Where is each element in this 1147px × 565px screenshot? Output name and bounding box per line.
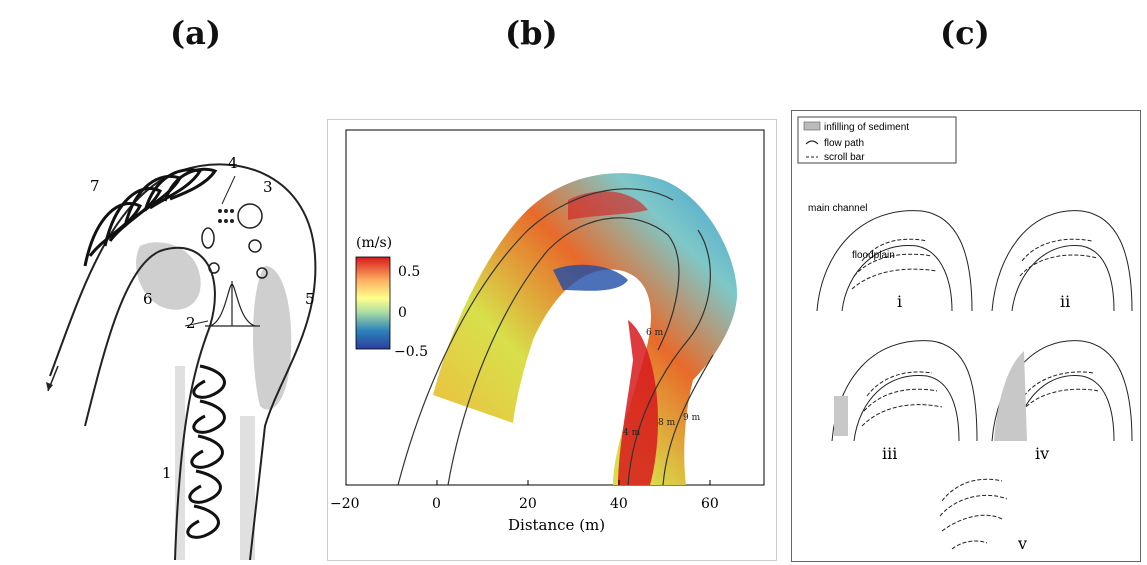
legend-swatch-infill	[803, 121, 821, 131]
panel-b-velocity-map: 4 m 6 m 8 m 9 m (m/s) 0.5 0 −0.5 −20 0 2…	[327, 119, 777, 561]
x-tick-minus20: −20	[330, 496, 360, 512]
sketch-iv-infill	[994, 351, 1027, 441]
upwelling-arrows	[218, 209, 234, 223]
helical-flow-lower	[186, 364, 226, 539]
downstream-arrow-head	[46, 382, 53, 391]
bathymetry-contours	[397, 188, 714, 486]
sketch-i	[816, 210, 973, 312]
sketch-iii-infill	[834, 396, 848, 436]
label-number-6: 6	[143, 290, 153, 308]
low-velocity-zone	[553, 264, 628, 291]
stage-label-iv: iv	[1035, 444, 1049, 463]
meander-flow-schematic: 1 2 3 4 5 6 7	[46, 154, 317, 561]
inner-bank-separation-zone	[136, 242, 201, 310]
velocity-profile	[205, 281, 260, 327]
floodplain-evolution-figure: infilling of sediment flow path scroll b…	[797, 116, 1133, 553]
colorbar-unit: (m/s)	[356, 235, 392, 251]
x-tick-40: 40	[610, 496, 628, 512]
label-4-leader	[221, 175, 236, 205]
panel-label-c: (c)	[940, 14, 990, 52]
panel-a-diagram: 1 2 3 4 5 6 7	[10, 116, 330, 561]
legend-flow: flow path	[824, 138, 864, 149]
stage-label-i: i	[897, 292, 902, 311]
x-tick-0: 0	[432, 496, 441, 512]
stage-label-iii: iii	[882, 444, 897, 463]
outer-bank-separation-zone	[253, 266, 292, 410]
label-number-4: 4	[228, 154, 238, 172]
contour-label-8m: 8 m	[658, 418, 676, 428]
x-axis-ticks	[345, 480, 711, 485]
eddies	[201, 203, 268, 279]
panel-label-b: (b)	[505, 14, 558, 52]
label-number-7: 7	[90, 177, 100, 195]
contour-label-6m: 6 m	[646, 328, 664, 338]
label-number-1: 1	[162, 464, 172, 482]
high-velocity-zone	[618, 320, 658, 485]
label-2-leader	[184, 320, 209, 327]
velocity-map-figure: 4 m 6 m 8 m 9 m (m/s) 0.5 0 −0.5 −20 0 2…	[330, 129, 765, 534]
label-number-2: 2	[186, 314, 196, 332]
x-tick-20: 20	[519, 496, 537, 512]
legend-scroll: scroll bar	[824, 152, 865, 163]
legend-box	[797, 116, 957, 164]
apex-high-velocity	[568, 191, 648, 220]
contour-label-9m: 9 m	[683, 413, 701, 423]
outer-bank-line	[49, 163, 317, 561]
sketch-ii	[991, 210, 1133, 312]
panel-c-evolution-sketches: infilling of sediment flow path scroll b…	[791, 110, 1141, 562]
colorbar	[355, 256, 391, 350]
annotation-main-channel: main channel	[808, 203, 867, 214]
colorbar-tick-zero: 0	[398, 305, 407, 321]
helical-flow-upper	[83, 167, 218, 267]
stage-label-ii: ii	[1060, 292, 1070, 311]
colorbar-tick-low: −0.5	[394, 344, 428, 360]
outer-bank-shade	[240, 416, 255, 560]
x-tick-60: 60	[701, 496, 719, 512]
contour-label-4m: 4 m	[623, 428, 641, 438]
label-number-3: 3	[263, 178, 273, 196]
legend-infill: infilling of sediment	[824, 122, 909, 133]
annotation-floodplain: floodplain	[852, 250, 895, 261]
colorbar-tick-high: 0.5	[398, 264, 420, 280]
x-axis-label: Distance (m)	[508, 516, 605, 534]
stage-label-v: v	[1017, 534, 1027, 553]
sketch-v	[939, 478, 1008, 550]
panel-label-a: (a)	[170, 14, 222, 52]
sketch-iii	[831, 340, 978, 442]
legend-flow-symbol	[805, 140, 819, 145]
label-number-5: 5	[305, 290, 315, 308]
